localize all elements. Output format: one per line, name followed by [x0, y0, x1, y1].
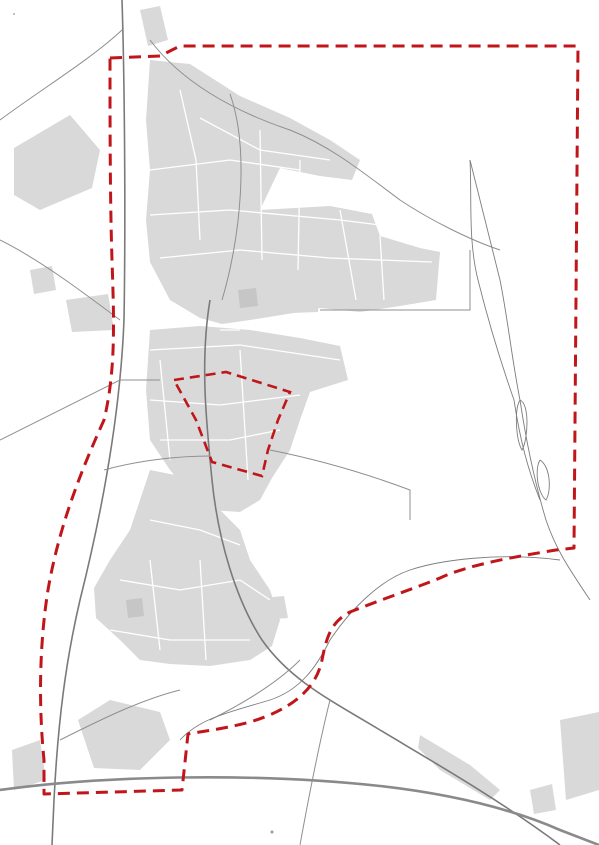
parcel-west: [14, 115, 100, 210]
school-block: [238, 288, 258, 308]
parcel-southeast: [560, 712, 599, 800]
south-building: [126, 598, 144, 618]
parcel-west-2: [66, 294, 114, 332]
railway-line: [0, 776, 599, 845]
central-settlement: [146, 326, 348, 512]
parcel-north-tip: [140, 6, 168, 46]
parcel-west-small: [30, 266, 56, 294]
west-road-2: [0, 379, 160, 441]
stream: [179, 159, 591, 741]
parcel-southeast-small: [530, 784, 556, 814]
street-grid: [109, 89, 433, 661]
east-farm-road: [320, 250, 471, 311]
east-road: [269, 449, 411, 520]
north-settlement: [146, 60, 440, 324]
southwest-road: [59, 689, 181, 741]
south-road: [299, 699, 331, 845]
parcel-east-strip: [418, 735, 500, 800]
outlying-parcels: [12, 6, 599, 814]
inner-boundary: [171, 370, 292, 478]
open-field: [262, 280, 320, 314]
south-settlement: [94, 470, 280, 666]
roads: [0, 0, 561, 845]
northwest-road: [0, 29, 123, 121]
north-east-road: [221, 93, 242, 301]
north-link-road: [149, 39, 501, 251]
southeast-parcel: [262, 596, 288, 620]
west-main-road: [51, 0, 126, 845]
built-up-area: [94, 60, 440, 666]
outer-boundary: [39, 44, 580, 796]
parcel-southwest-corner: [12, 740, 46, 790]
south-road-2: [209, 659, 301, 721]
west-road-3: [103, 455, 211, 471]
west-spur: [0, 239, 121, 321]
map-marker-2: [13, 13, 15, 15]
parcel-southwest: [78, 700, 170, 770]
central-road: [203, 299, 561, 845]
map-marker: [270, 830, 274, 834]
